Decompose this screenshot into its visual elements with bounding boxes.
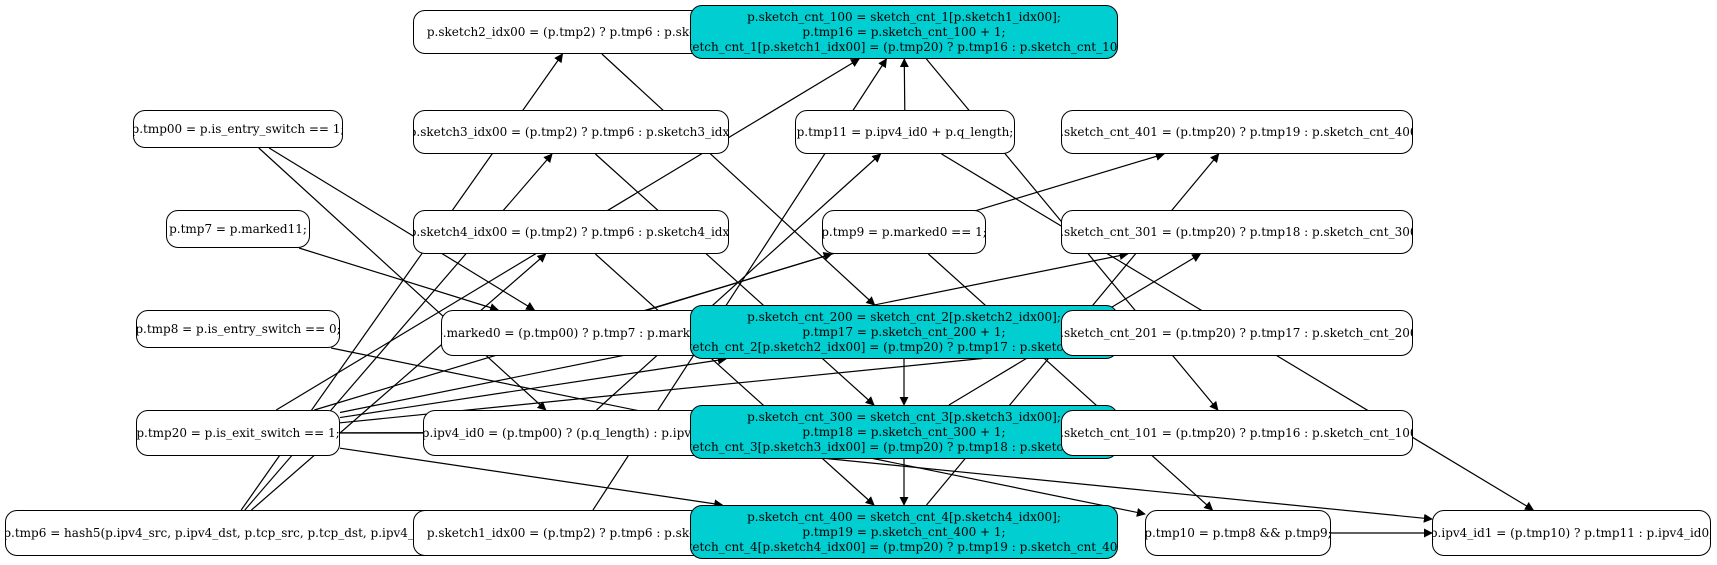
node-label-line: p.sketch_cnt_101 = (p.tmp20) ? p.tmp16 :…	[1061, 425, 1413, 440]
node-label-line: p.tmp8 = p.is_entry_switch == 0;	[136, 321, 340, 336]
node-label-line: sketch_cnt_4[p.sketch4_idx00] = (p.tmp20…	[690, 539, 1118, 554]
node-tmp9: p.tmp9 = p.marked0 == 1;	[822, 210, 986, 254]
node-sketch-cnt-201: p.sketch_cnt_201 = (p.tmp20) ? p.tmp17 :…	[1061, 310, 1413, 356]
edge-tmp00-to-marked0	[268, 147, 536, 311]
node-label-line: p.tmp7 = p.marked11;	[169, 221, 307, 236]
node-sketch1-idx00: p.sketch1_idx00 = (p.tmp2) ? p.tmp6 : p.…	[413, 510, 743, 556]
node-label-line: p.tmp10 = p.tmp8 && p.tmp9;	[1145, 525, 1331, 540]
edge-tmp20-to-cnt200	[339, 355, 727, 419]
node-label-line: p.sketch_cnt_400 = sketch_cnt_4[p.sketch…	[747, 509, 1061, 524]
node-sketch3-idx00: p.sketch3_idx00 = (p.tmp2) ? p.tmp6 : p.…	[413, 110, 729, 154]
node-sketch-cnt-300: p.sketch_cnt_300 = sketch_cnt_3[p.sketch…	[690, 405, 1118, 459]
edge-ipv4id0-to-ipv4id1	[718, 447, 1433, 523]
node-ipv4-id0: p.ipv4_id0 = (p.tmp00) ? (p.q_length) : …	[423, 410, 719, 456]
node-label-line: sketch_cnt_3[p.sketch3_idx00] = (p.tmp20…	[690, 439, 1118, 454]
node-label-line: p.sketch_cnt_200 = sketch_cnt_2[p.sketch…	[747, 309, 1061, 324]
node-label-line: sketch_cnt_2[p.sketch2_idx00] = (p.tmp20…	[690, 339, 1118, 354]
node-tmp6: p.tmp6 = hash5(p.ipv4_src, p.ipv4_dst, p…	[5, 510, 445, 556]
node-tmp7: p.tmp7 = p.marked11;	[166, 210, 310, 248]
node-label-line: p.tmp20 = p.is_exit_switch == 1;	[136, 425, 340, 440]
node-label-line: p.sketch4_idx00 = (p.tmp2) ? p.tmp6 : p.…	[413, 224, 729, 239]
node-label-line: p.sketch3_idx00 = (p.tmp2) ? p.tmp6 : p.…	[413, 124, 729, 139]
node-sketch-cnt-100: p.sketch_cnt_100 = sketch_cnt_1[p.sketch…	[690, 5, 1118, 59]
node-label-line: p.tmp19 = p.sketch_cnt_400 + 1;	[802, 524, 1006, 539]
node-label-line: p.tmp11 = p.ipv4_id0 + p.q_length;	[796, 124, 1014, 139]
edge-tmp20-to-cnt400	[339, 447, 724, 509]
node-sketch2-idx00: p.sketch2_idx00 = (p.tmp2) ? p.tmp6 : p.…	[413, 10, 743, 54]
node-label-line: p.sketch_cnt_100 = sketch_cnt_1[p.sketch…	[747, 9, 1061, 24]
node-label-line: p.tmp9 = p.marked0 == 1;	[822, 224, 986, 239]
node-tmp11: p.tmp11 = p.ipv4_id0 + p.q_length;	[795, 110, 1015, 154]
node-label-line: p.ipv4_id0 = (p.tmp00) ? (p.q_length) : …	[423, 425, 719, 440]
node-label-line: p.tmp18 = p.sketch_cnt_300 + 1;	[802, 424, 1006, 439]
node-marked0: p.marked0 = (p.tmp00) ? p.tmp7 : p.marke…	[441, 310, 703, 356]
edge-tmp00-to-ipv4id0	[258, 147, 547, 411]
node-sketch-cnt-301: p.sketch_cnt_301 = (p.tmp20) ? p.tmp18 :…	[1061, 210, 1413, 254]
node-label-line: p.marked0 = (p.tmp00) ? p.tmp7 : p.marke…	[441, 325, 703, 340]
node-tmp00: p.tmp00 = p.is_entry_switch == 1;	[133, 110, 343, 148]
node-label-line: p.sketch_cnt_201 = (p.tmp20) ? p.tmp17 :…	[1061, 325, 1413, 340]
node-label-line: p.sketch_cnt_300 = sketch_cnt_3[p.sketch…	[747, 409, 1061, 424]
node-tmp20: p.tmp20 = p.is_exit_switch == 1;	[136, 410, 340, 456]
edge-sk3idx-to-cnt300	[595, 153, 875, 406]
node-label-line: p.sketch2_idx00 = (p.tmp2) ? p.tmp6 : p.…	[426, 24, 730, 39]
node-sketch-cnt-101: p.sketch_cnt_101 = (p.tmp20) ? p.tmp16 :…	[1061, 410, 1413, 456]
node-sketch-cnt-400: p.sketch_cnt_400 = sketch_cnt_4[p.sketch…	[690, 505, 1118, 559]
node-sketch-cnt-401: p.sketch_cnt_401 = (p.tmp20) ? p.tmp19 :…	[1061, 110, 1413, 154]
node-sketch4-idx00: p.sketch4_idx00 = (p.tmp2) ? p.tmp6 : p.…	[413, 210, 729, 254]
node-tmp10: p.tmp10 = p.tmp8 && p.tmp9;	[1145, 510, 1331, 556]
node-ipv4-id1: p.ipv4_id1 = (p.tmp10) ? p.tmp11 : p.ipv…	[1432, 510, 1711, 556]
edge-tmp6-to-sk4idx	[251, 253, 547, 511]
node-sketch-cnt-200: p.sketch_cnt_200 = sketch_cnt_2[p.sketch…	[690, 305, 1118, 359]
node-label-line: p.tmp16 = p.sketch_cnt_100 + 1;	[802, 24, 1006, 39]
node-label-line: p.tmp00 = p.is_entry_switch == 1;	[133, 121, 343, 136]
edge-sk2idx-to-cnt200	[601, 53, 876, 306]
edge-tmp7-to-marked0	[298, 247, 499, 312]
node-label-line: p.sketch_cnt_301 = (p.tmp20) ? p.tmp18 :…	[1061, 224, 1413, 239]
node-label-line: p.tmp6 = hash5(p.ipv4_src, p.ipv4_dst, p…	[5, 525, 445, 540]
node-label-line: sketch_cnt_1[p.sketch1_idx00] = (p.tmp20…	[690, 39, 1118, 54]
node-label-line: p.sketch_cnt_401 = (p.tmp20) ? p.tmp19 :…	[1061, 124, 1413, 139]
node-label-line: p.tmp17 = p.sketch_cnt_200 + 1;	[802, 324, 1006, 339]
edge-tmp9-to-tmp10	[928, 253, 1214, 511]
edge-sk4idx-to-cnt400	[595, 253, 875, 506]
node-tmp8: p.tmp8 = p.is_entry_switch == 0;	[136, 310, 340, 348]
node-label-line: p.sketch1_idx00 = (p.tmp2) ? p.tmp6 : p.…	[426, 525, 730, 540]
edge-tmp11-to-cnt100	[899, 58, 909, 111]
edge-marked0-to-tmp9	[647, 252, 833, 311]
edge-ipv4id0-to-tmp11	[596, 153, 882, 411]
node-label-line: p.ipv4_id1 = (p.tmp10) ? p.tmp11 : p.ipv…	[1432, 525, 1711, 540]
